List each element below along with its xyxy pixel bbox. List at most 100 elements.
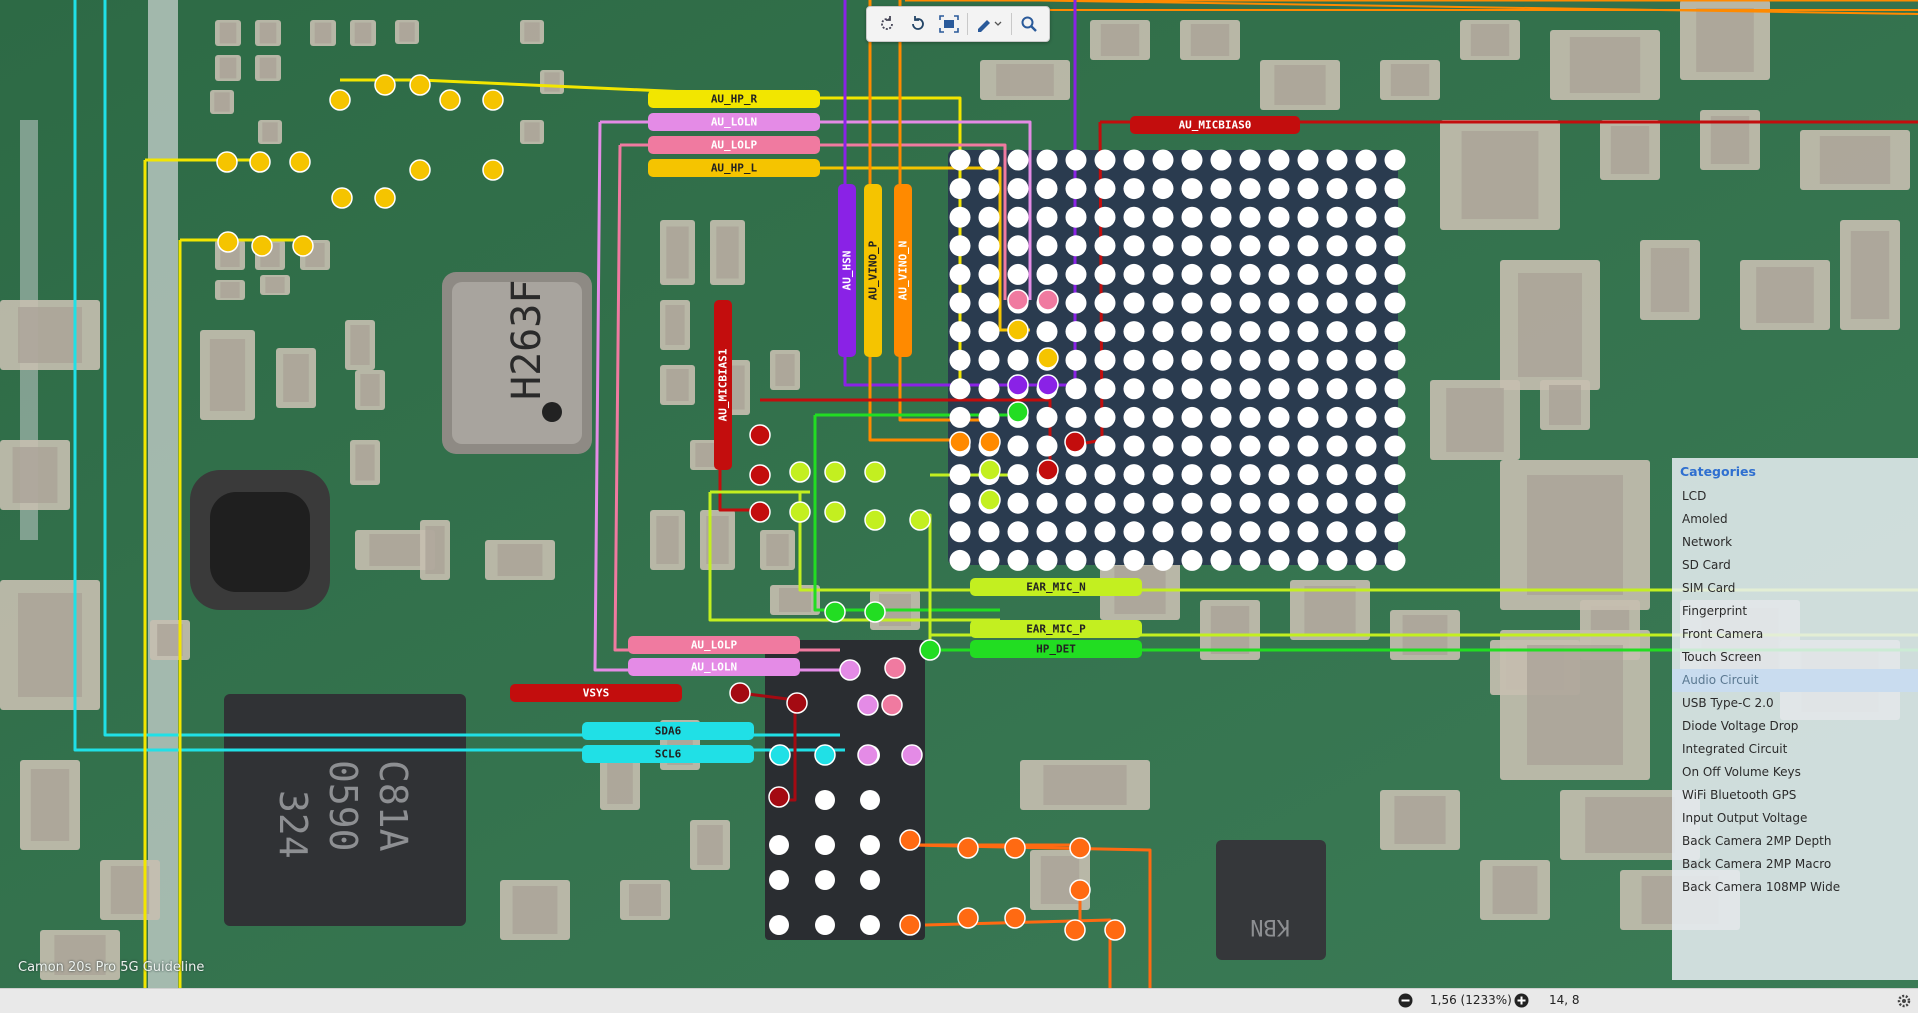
bga-ball (1152, 235, 1174, 257)
cursor-coordinates: 14, 8 (1549, 993, 1580, 1007)
pmic-ball (860, 870, 880, 890)
category-usb-type-c[interactable]: USB Type-C 2.0 (1682, 696, 1774, 710)
net-label-text: AU_MICBIAS1 (717, 348, 730, 421)
search-icon (1021, 16, 1038, 32)
bga-ball (1065, 549, 1087, 571)
zoom-out-icon[interactable] (1398, 993, 1413, 1008)
bga-ball (1326, 321, 1348, 343)
crystal-marking: H263F (504, 280, 550, 400)
bga-ball (1355, 464, 1377, 486)
bga-ball (1181, 378, 1203, 400)
fit-screen-button[interactable] (936, 10, 963, 38)
bga-ball (1094, 521, 1116, 543)
test-point (409, 74, 431, 96)
rotate-right-button[interactable] (904, 10, 931, 38)
marker-tool-button[interactable] (972, 10, 1007, 38)
test-point (1104, 919, 1126, 941)
category-back-camera-2mp-macro[interactable]: Back Camera 2MP Macro (1682, 857, 1832, 871)
bga-ball (1210, 492, 1232, 514)
capacitor-body (369, 534, 421, 566)
pmic-ball (860, 835, 880, 855)
test-point (331, 187, 353, 209)
bga-ball (1007, 149, 1029, 171)
bga-ball (1326, 521, 1348, 543)
bga-ball (1297, 549, 1319, 571)
capacitor-body (18, 307, 82, 363)
bga-ball (978, 349, 1000, 371)
bga-ball (1065, 235, 1087, 257)
category-diode-voltage-drop[interactable]: Diode Voltage Drop (1682, 719, 1799, 733)
category-sd-card[interactable]: SD Card (1682, 558, 1731, 572)
category-audio-circuit[interactable]: Audio Circuit (1672, 669, 1918, 692)
bga-ball (1152, 492, 1174, 514)
category-network[interactable]: Network (1682, 535, 1733, 549)
codec-pmic-small (765, 640, 925, 940)
bga-ball (1297, 349, 1319, 371)
net-label-box (1130, 116, 1300, 134)
zoom-in-icon[interactable] (1514, 993, 1529, 1008)
net-trace (868, 0, 960, 442)
test-point (839, 659, 861, 681)
capacitor-body (1850, 231, 1890, 319)
pmic-ball (860, 790, 880, 810)
bga-ball (949, 464, 971, 486)
bga-ball (1094, 464, 1116, 486)
capacitor-body (1569, 37, 1641, 93)
bga-ball (1123, 321, 1145, 343)
bga-ball (1181, 349, 1203, 371)
category-back-camera-108mp-wide[interactable]: Back Camera 108MP Wide (1682, 880, 1841, 894)
bga-ball (1123, 378, 1145, 400)
capacitor-body (1043, 765, 1127, 805)
inductor-core (210, 492, 310, 592)
gear-icon[interactable] (1896, 993, 1912, 1009)
net-label: AU_VINO_P (864, 184, 882, 357)
marker-tool-icon (978, 20, 991, 32)
category-touch-screen[interactable]: Touch Screen (1682, 650, 1762, 664)
bga-ball (1239, 178, 1261, 200)
bga-ball (1065, 263, 1087, 285)
category-input-output-voltage[interactable]: Input Output Voltage (1682, 811, 1808, 825)
bga-ball (1065, 178, 1087, 200)
net-label-box (648, 90, 820, 108)
bga-ball (1210, 406, 1232, 428)
bga-ball (1239, 406, 1261, 428)
net-label-box (648, 159, 820, 177)
capacitor-body (665, 305, 685, 345)
bga-ball (1094, 206, 1116, 228)
bga-ball (1384, 521, 1406, 543)
category-front-camera[interactable]: Front Camera (1682, 627, 1764, 641)
category-lcd[interactable]: LCD (1682, 489, 1707, 503)
bga-ball (978, 263, 1000, 285)
search-button[interactable] (1016, 10, 1043, 38)
ic-right-marking: KBN (1250, 914, 1290, 939)
bga-ball (949, 378, 971, 400)
category-integrated-circuit[interactable]: Integrated Circuit (1682, 742, 1788, 756)
category-on-off-volume-keys[interactable]: On Off Volume Keys (1682, 765, 1801, 779)
bga-ball (1384, 292, 1406, 314)
capacitor-body (697, 825, 723, 865)
net-label-box (970, 620, 1142, 638)
bga-ball (1268, 235, 1290, 257)
net-label-text: VSYS (583, 687, 610, 700)
category-wifi-bluetooth-gps[interactable]: WiFi Bluetooth GPS (1682, 788, 1797, 802)
category-back-camera-2mp-depth[interactable]: Back Camera 2MP Depth (1682, 834, 1832, 848)
chevron-down-icon (994, 21, 1002, 26)
capacitor-body (1394, 796, 1446, 844)
category-amoled[interactable]: Amoled (1682, 512, 1728, 526)
bga-ball (1239, 263, 1261, 285)
bga-ball (1210, 292, 1232, 314)
category-sim-card[interactable]: SIM Card (1682, 581, 1736, 595)
bga-ball (1123, 521, 1145, 543)
net-label-text: AU_LOLP (691, 639, 738, 652)
capacitor-body (1492, 866, 1538, 914)
bga-ball (1210, 206, 1232, 228)
bga-ball (1152, 349, 1174, 371)
bga-ball (949, 492, 971, 514)
bga-ball (1297, 521, 1319, 543)
category-fingerprint[interactable]: Fingerprint (1682, 604, 1748, 618)
capacitor-body (314, 22, 332, 44)
net-trace (909, 843, 1152, 988)
rotate-left-button[interactable] (873, 10, 900, 38)
test-point (979, 459, 1001, 481)
